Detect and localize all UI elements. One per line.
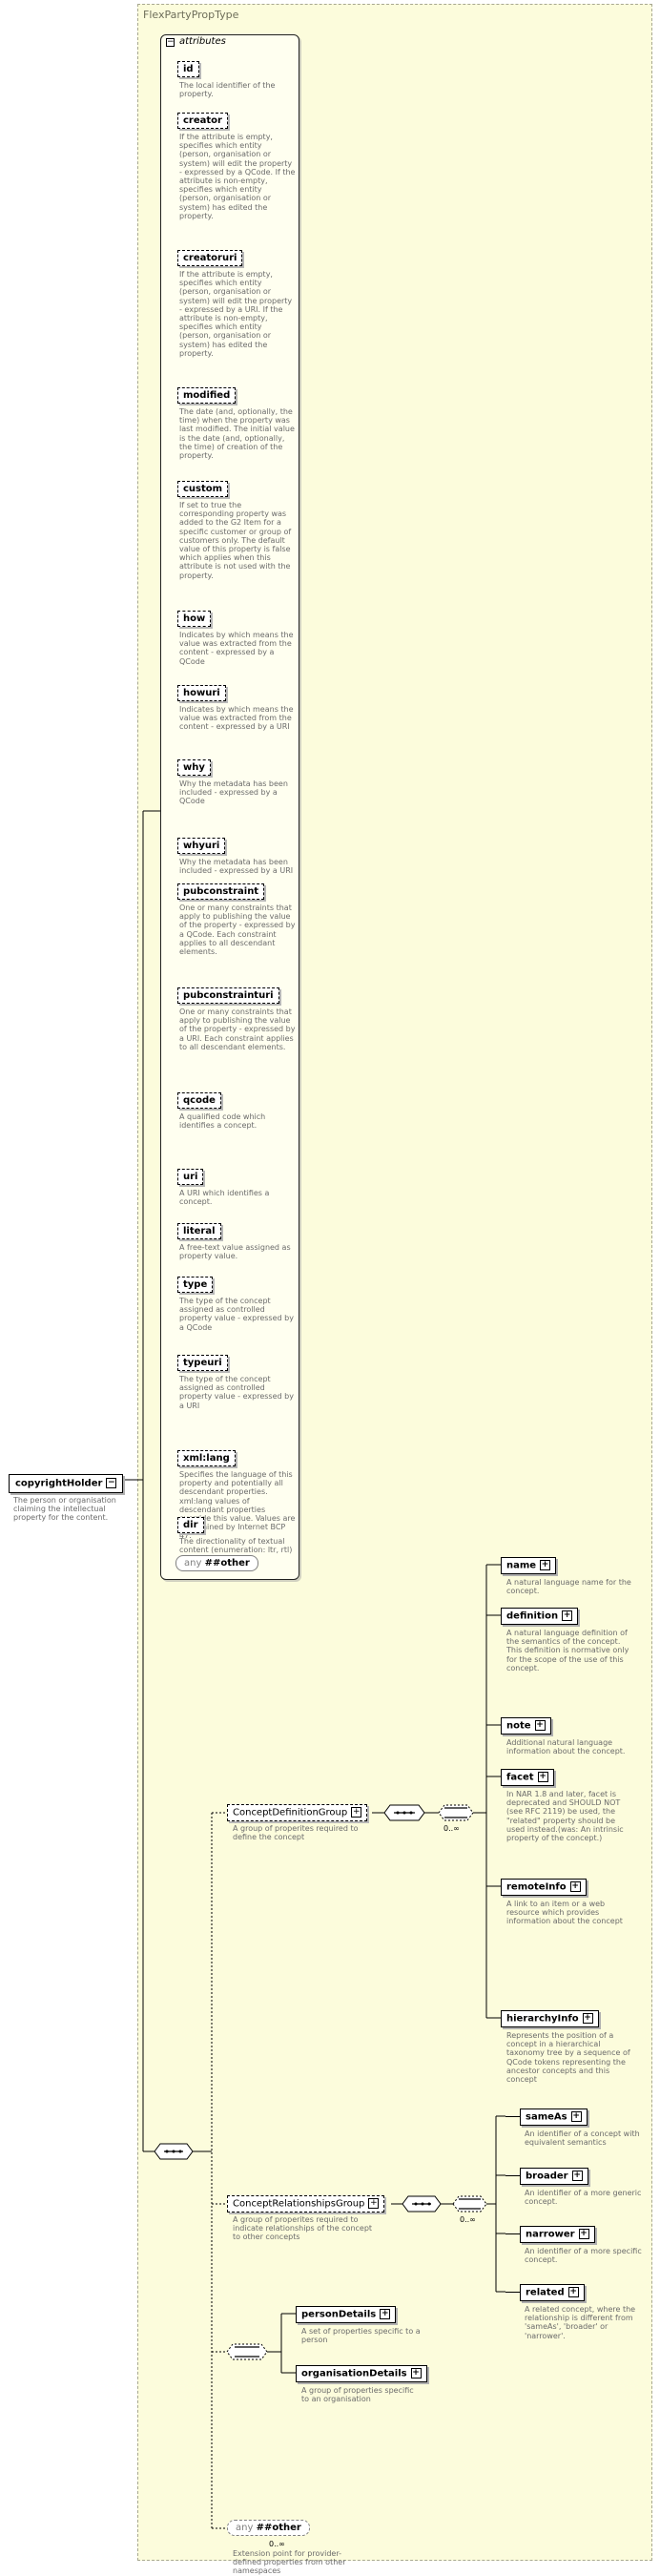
concept-relationships-group-description: A group of properites required to indica…	[233, 2215, 373, 2242]
attribute-description: One or many constraints that apply to pu…	[179, 904, 296, 957]
concept-relationships-group[interactable]: ConceptRelationshipsGroup+	[227, 2195, 385, 2212]
expand-icon[interactable]: +	[571, 2171, 583, 2181]
element-related[interactable]: related+	[520, 2284, 585, 2301]
attribute-description: Why the metadata has been included - exp…	[179, 858, 294, 876]
element-description: An identifier of a more generic concept.	[525, 2189, 642, 2207]
expand-icon[interactable]: +	[562, 1610, 573, 1621]
attribute-description: Why the metadata has been included - exp…	[179, 779, 288, 806]
element-sameas[interactable]: sameAs+	[520, 2109, 588, 2126]
attribute-pubconstraint[interactable]: pubconstraint	[177, 883, 265, 900]
type-title: FlexPartyPropType	[143, 9, 239, 21]
attribute-pubconstrainturi[interactable]: pubconstrainturi	[177, 987, 279, 1004]
attribute-literal[interactable]: literal	[177, 1223, 221, 1239]
occurrence-label: 0..∞	[269, 2540, 285, 2548]
attribute-description: The date (and, optionally, the time) whe…	[179, 407, 295, 461]
attributes-panel	[160, 34, 299, 1580]
element-description: Additional natural language information …	[506, 1738, 626, 1756]
attribute-description: The directionality of textual content (e…	[179, 1537, 293, 1555]
attribute-type[interactable]: type	[177, 1277, 214, 1293]
attribute-typeuri[interactable]: typeuri	[177, 1355, 228, 1371]
expand-icon[interactable]: +	[567, 2287, 579, 2297]
expand-icon[interactable]: +	[570, 2111, 582, 2122]
attribute-description: A URI which identifies a concept.	[179, 1189, 270, 1207]
element-description: An identifier of a concept with equivale…	[525, 2129, 640, 2148]
attribute-description: The local identifier of the property.	[179, 81, 276, 99]
expand-icon[interactable]: +	[368, 2198, 380, 2209]
attribute-description: Indicates by which means the value was e…	[179, 631, 294, 666]
connector	[505, 2116, 520, 2117]
element-description: A set of properties specific to a person	[301, 2327, 421, 2345]
element-broader[interactable]: broader+	[520, 2168, 588, 2185]
expand-icon[interactable]: +	[351, 1807, 362, 1818]
element-facet[interactable]: facet+	[501, 1769, 554, 1786]
attribute-qcode[interactable]: qcode	[177, 1092, 221, 1109]
concept-definition-group[interactable]: ConceptDefinitionGroup+	[227, 1804, 368, 1821]
expand-icon[interactable]: +	[410, 2368, 422, 2379]
attribute-custom[interactable]: custom	[177, 481, 229, 497]
expand-icon[interactable]: +	[380, 2309, 391, 2319]
element-description: A related concept, where the relationshi…	[525, 2305, 636, 2340]
expand-icon[interactable]: +	[578, 2229, 589, 2239]
any-attribute[interactable]: any ##other	[175, 1555, 258, 1571]
root-description: The person or organisation claiming the …	[13, 1496, 116, 1523]
attribute-whyuri[interactable]: whyuri	[177, 838, 226, 854]
expand-icon[interactable]: +	[537, 1772, 548, 1782]
attribute-description: If the attribute is empty, specifies whi…	[179, 270, 293, 358]
connector	[505, 2175, 520, 2176]
attribute-description: Specifies the language of this property …	[179, 1470, 296, 1541]
element-description: Represents the position of a concept in …	[506, 2031, 630, 2085]
attribute-why[interactable]: why	[177, 759, 211, 776]
element-description: A link to an item or a web resource whic…	[506, 1900, 623, 1926]
element-description: In NAR 1.8 and later, facet is deprecate…	[506, 1790, 624, 1843]
attribute-description: A free-text value assigned as property v…	[179, 1243, 291, 1261]
attribute-creator[interactable]: creator	[177, 113, 228, 129]
element-description: A natural language definition of the sem…	[506, 1629, 629, 1672]
expand-icon[interactable]: +	[569, 1881, 581, 1892]
attribute-description: A qualified code which identifies a conc…	[179, 1112, 266, 1131]
element-narrower[interactable]: narrower+	[520, 2226, 595, 2243]
attribute-modified[interactable]: modified	[177, 387, 237, 404]
root-element-copyrightholder[interactable]: copyrightHolder−	[9, 1474, 124, 1493]
expand-icon[interactable]: +	[534, 1720, 546, 1731]
element-organisationdetails[interactable]: organisationDetails+	[296, 2365, 427, 2382]
attributes-heading: attributes	[179, 36, 226, 47]
attribute-dir[interactable]: dir	[177, 1517, 204, 1533]
connector	[505, 2292, 520, 2293]
element-note[interactable]: note+	[501, 1717, 551, 1735]
attribute-how[interactable]: how	[177, 611, 212, 627]
attribute-creatoruri[interactable]: creatoruri	[177, 250, 243, 266]
attribute-xml-lang[interactable]: xml:lang	[177, 1450, 236, 1466]
attribute-description: The type of the concept assigned as cont…	[179, 1375, 294, 1410]
attribute-howuri[interactable]: howuri	[177, 685, 226, 701]
attribute-description: The type of the concept assigned as cont…	[179, 1297, 294, 1332]
element-remoteinfo[interactable]: remoteInfo+	[501, 1879, 587, 1896]
concept-definition-group-description: A group of properites required to define…	[233, 1824, 359, 1842]
any-element-description: Extension point for provider-defined pro…	[233, 2549, 346, 2576]
occurrence-label: 0..∞	[460, 2215, 476, 2224]
expand-icon[interactable]: −	[106, 1478, 117, 1488]
attribute-description: Indicates by which means the value was e…	[179, 705, 294, 732]
element-name[interactable]: name+	[501, 1557, 557, 1574]
collapse-icon[interactable]: −	[166, 37, 175, 47]
element-definition[interactable]: definition+	[501, 1608, 579, 1625]
attribute-uri[interactable]: uri	[177, 1169, 204, 1185]
element-description: An identifier of a more specific concept…	[525, 2247, 642, 2265]
any-element[interactable]: any ##other	[227, 2520, 310, 2536]
occurrence-label: 0..∞	[443, 1824, 460, 1833]
expand-icon[interactable]: +	[582, 2013, 593, 2024]
element-persondetails[interactable]: personDetails+	[296, 2306, 397, 2323]
element-hierarchyinfo[interactable]: hierarchyInfo+	[501, 2010, 599, 2027]
attribute-description: If set to true the corresponding propert…	[179, 501, 292, 580]
element-description: A group of properties specific to an org…	[301, 2386, 414, 2404]
element-description: A natural language name for the concept.	[506, 1578, 631, 1596]
attribute-description: One or many constraints that apply to pu…	[179, 1008, 296, 1051]
attribute-id[interactable]: id	[177, 61, 199, 77]
connector	[505, 2233, 520, 2234]
expand-icon[interactable]: +	[540, 1560, 551, 1570]
attribute-description: If the attribute is empty, specifies whi…	[179, 133, 296, 220]
